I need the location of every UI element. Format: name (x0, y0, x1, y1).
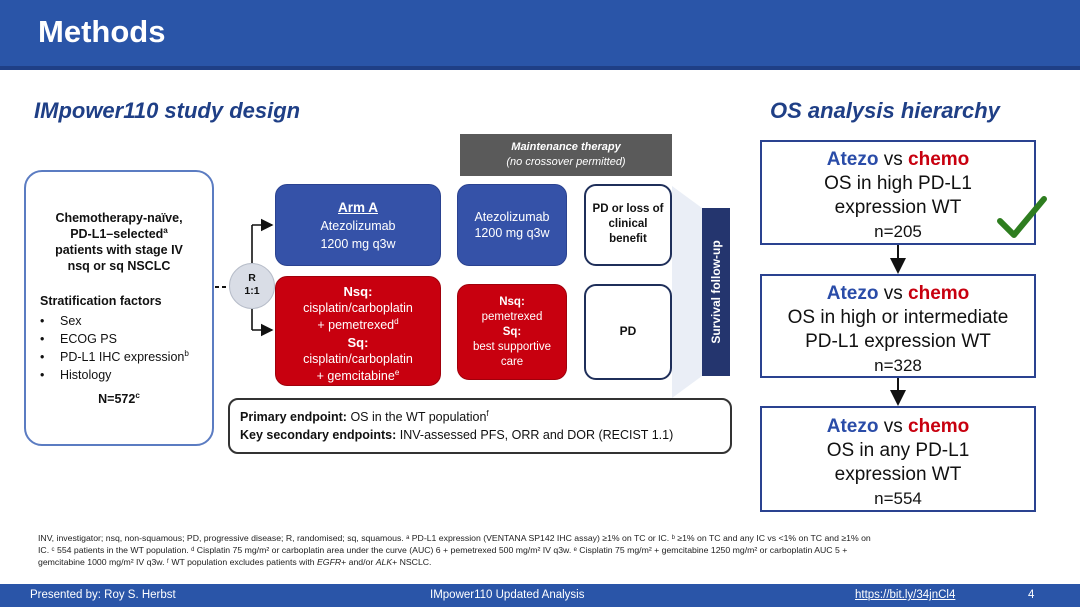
stratification-title: Stratification factors (40, 294, 162, 308)
strat-item: PD-L1 IHC expressionb (40, 348, 189, 366)
population-box: Chemotherapy-naïve, PD-L1–selecteda pati… (24, 170, 214, 446)
hierarchy-level-3: Atezo vs chemo OS in any PD-L1 expressio… (760, 406, 1036, 512)
randomisation-circle: R 1:1 (229, 263, 275, 309)
hierarchy-title: OS analysis hierarchy (770, 98, 1000, 123)
stratification-list: Sex ECOG PS PD-L1 IHC expressionb Histol… (40, 312, 189, 384)
strat-item: Sex (40, 312, 189, 330)
hierarchy-level-2: Atezo vs chemo OS in high or intermediat… (760, 274, 1036, 378)
presentation-title: IMpower110 Updated Analysis (430, 589, 585, 601)
endpoints-box: Primary endpoint: OS in the WT populatio… (228, 398, 732, 454)
header-bar (0, 0, 1080, 70)
arm-b-outcome-box: PD (584, 284, 672, 380)
strat-item: Histology (40, 366, 189, 384)
slides-link[interactable]: https://bit.ly/34jnCl4 (855, 589, 956, 601)
strat-item: ECOG PS (40, 330, 189, 348)
study-design-title: IMpower110 study design (34, 98, 301, 123)
page-number: 4 (1028, 589, 1035, 601)
population-description: Chemotherapy-naïve, PD-L1–selecteda pati… (55, 211, 183, 273)
bottom-bar: Presented by: Roy S. Herbst IMpower110 U… (0, 584, 1080, 607)
presenter-label: Presented by: Roy S. Herbst (30, 589, 176, 601)
arm-b-maintenance-box: Nsq: pemetrexed Sq: best supportive care (457, 284, 567, 380)
arm-a-box: Arm A Atezolizumab 1200 mg q3w (275, 184, 441, 266)
footnotes: INV, investigator; nsq, non-squamous; PD… (38, 533, 871, 567)
population-n: N=572c (98, 390, 140, 406)
arm-a-maintenance-box: Atezolizumab 1200 mg q3w (457, 184, 567, 266)
survival-follow-up-bar: Survival follow-up (702, 208, 730, 376)
arm-a-outcome-box: PD or loss of clinical benefit (584, 184, 672, 266)
hierarchy-level-1: Atezo vs chemo OS in high PD-L1 expressi… (760, 140, 1036, 245)
check-mark-icon (997, 196, 1047, 238)
maintenance-header: Maintenance therapy (no crossover permit… (460, 134, 672, 176)
page-title: Methods (38, 14, 166, 49)
arm-b-box: Nsq: cisplatin/carboplatin + pemetrexedd… (275, 276, 441, 386)
